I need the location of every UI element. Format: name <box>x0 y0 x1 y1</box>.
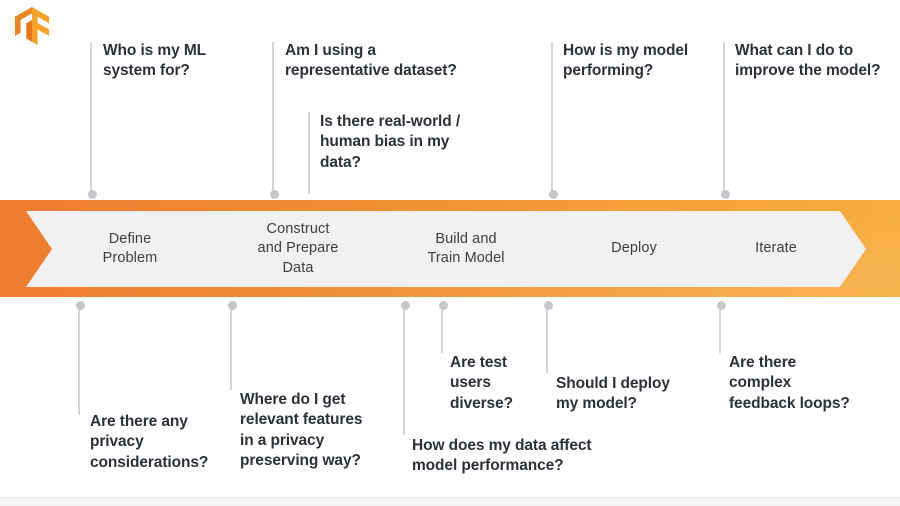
connector-line-bottom-4 <box>438 301 448 353</box>
connector-line-bottom-1 <box>75 301 85 415</box>
callout-how-is-my-model-performing: How is my model performing? <box>563 42 689 80</box>
callout-are-test-users-diverse: Are test users diverse? <box>450 354 513 412</box>
callout-how-does-data-affect-performance: How does my data affect model performanc… <box>412 437 592 475</box>
callout-privacy-considerations: Are there any privacy considerations? <box>90 413 209 471</box>
stage-chevron-iterate[interactable]: Iterate <box>672 211 866 287</box>
connector-line-bottom-2 <box>227 301 237 390</box>
connector-dot <box>227 301 237 310</box>
callout-who-is-my-ml-system-for: Who is my ML system for? <box>103 42 206 80</box>
callout-what-can-i-do-to-improve: What can I do to improve the model? <box>735 42 881 80</box>
connector-line-bottom-5 <box>543 301 553 373</box>
connector-dot <box>438 301 448 310</box>
stage-chevron-define-problem[interactable]: Define Problem <box>26 211 220 287</box>
stage-label: Iterate <box>755 240 797 257</box>
stage-label: Construct and Prepare Data <box>257 221 339 276</box>
stage-label: Deploy <box>611 240 657 257</box>
stage-chevron-build-train-model[interactable]: Build and Train Model <box>362 211 556 287</box>
callout-should-i-deploy-my-model: Should I deploy my model? <box>556 375 670 413</box>
connector-line-top-5 <box>720 42 730 199</box>
stage-label: Build and Train Model <box>427 230 505 266</box>
callout-relevant-features-privacy: Where do I get relevant features in a pr… <box>240 391 363 470</box>
connector-dot <box>400 301 410 310</box>
callout-real-world-human-bias: Is there real-world / human bias in my d… <box>320 113 461 171</box>
connector-dot <box>269 190 279 199</box>
connector-line-top-3 <box>308 112 310 194</box>
connector-dot <box>720 190 730 199</box>
connector-line-top-2 <box>269 42 279 199</box>
callout-am-i-using-representative-dataset: Am I using a representative dataset? <box>285 42 457 80</box>
connector-dot <box>75 301 85 310</box>
tensorflow-logo <box>15 7 49 45</box>
connector-line-top-1 <box>87 42 97 199</box>
stage-label: Define Problem <box>102 230 158 266</box>
stage-chevron-construct-prepare-data[interactable]: Construct and Prepare Data <box>194 211 388 287</box>
connector-dot <box>548 190 558 199</box>
footer-rule <box>0 497 900 506</box>
connector-dot <box>543 301 553 310</box>
callout-complex-feedback-loops: Are there complex feedback loops? <box>729 354 850 412</box>
connector-dot <box>716 301 726 310</box>
connector-line-bottom-3 <box>400 301 410 435</box>
connector-line-top-4 <box>548 42 558 199</box>
connector-line-bottom-6 <box>716 301 726 353</box>
connector-dot <box>87 190 97 199</box>
